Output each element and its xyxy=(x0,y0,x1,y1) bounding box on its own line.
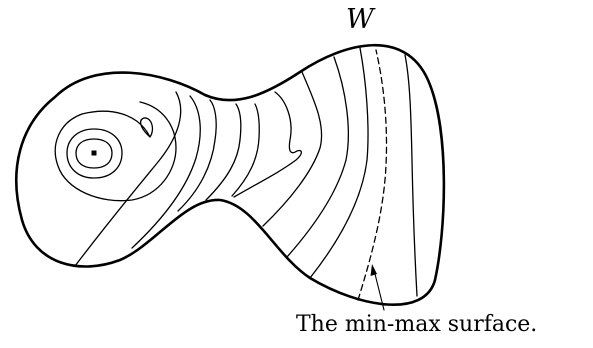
min-max-surface xyxy=(357,49,388,301)
caption-arrow xyxy=(373,269,385,311)
level-curve-loop xyxy=(54,101,177,202)
level-curve-small xyxy=(66,128,123,179)
level-curve xyxy=(404,54,418,297)
level-curve xyxy=(131,95,201,249)
level-curve xyxy=(309,47,369,279)
region-boundary xyxy=(15,43,446,306)
level-curve xyxy=(74,91,182,267)
figure-caption: The min-max surface. xyxy=(296,312,538,337)
caption-arrowhead xyxy=(370,264,377,276)
level-curve xyxy=(205,103,242,201)
region-label-w: W xyxy=(346,4,374,35)
level-curve-inner xyxy=(75,138,113,169)
level-curve xyxy=(177,99,217,212)
level-curve xyxy=(231,103,260,197)
level-curve xyxy=(286,56,350,258)
level-curve-hook xyxy=(233,91,303,198)
level-curve xyxy=(262,71,323,227)
critical-point-dot xyxy=(91,150,97,156)
